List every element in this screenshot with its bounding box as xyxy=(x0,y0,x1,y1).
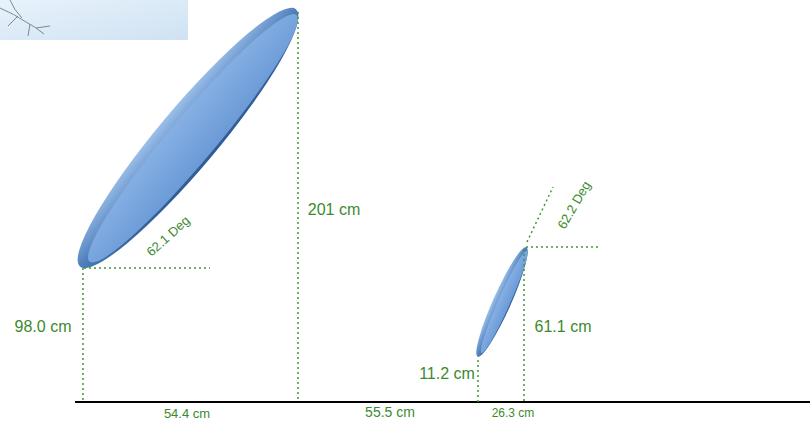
dimension-line xyxy=(523,249,525,402)
angle-direction-line xyxy=(527,187,553,242)
dimension-label: 55.5 cm xyxy=(365,405,415,419)
dimension-lines xyxy=(83,12,598,402)
disc-rim xyxy=(469,244,534,361)
dimension-label: 26.3 cm xyxy=(492,407,535,419)
corner-thumbnail xyxy=(0,0,188,40)
dimension-label: 61.1 cm xyxy=(535,319,592,335)
disc-rim xyxy=(57,0,319,286)
branch-strokes xyxy=(0,0,50,36)
angle-label: 62.1 Deg xyxy=(144,214,192,259)
dimension-label: 54.4 cm xyxy=(164,406,210,419)
dimension-line xyxy=(82,268,84,402)
small-disc xyxy=(469,244,534,361)
dimension-line xyxy=(297,12,299,402)
large-disc xyxy=(57,0,319,286)
angle-reference-line xyxy=(84,267,210,269)
angle-reference-line xyxy=(526,246,598,248)
dimension-label: 11.2 cm xyxy=(419,366,475,382)
disc-face xyxy=(72,0,314,276)
dimension-line xyxy=(477,360,479,402)
ground-line xyxy=(75,401,810,403)
angle-label: 62.2 Deg xyxy=(555,179,593,231)
dimension-label: 201 cm xyxy=(308,202,360,218)
thumbnail-ground xyxy=(0,0,188,40)
dimension-label: 98.0 cm xyxy=(15,319,72,335)
